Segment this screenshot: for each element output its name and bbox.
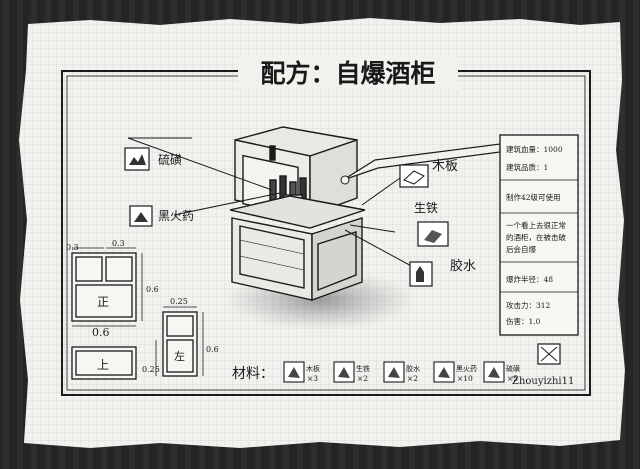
plank-shape-icon: [403, 170, 425, 185]
stat-attack: 攻击力：312: [506, 300, 551, 310]
dimension-labels: 0.3 0.3 0.6 0.6 0.25 0.25 0.6 正 上 左: [66, 239, 219, 374]
front-view: [71, 252, 137, 322]
materials-label: 材料：: [232, 366, 274, 382]
dim-label: 0.6: [92, 326, 110, 339]
callout-wood: 木板: [399, 159, 458, 188]
side-view: [162, 311, 198, 377]
dim-label: 0.6: [206, 345, 219, 354]
material-name: 木板: [306, 364, 320, 373]
label-gunpowder: 黑火药: [158, 209, 194, 223]
dim-label: 0.3: [112, 239, 125, 248]
label-wood: 木板: [432, 159, 458, 174]
callout-glue: 胶水: [409, 258, 476, 287]
material-glyph-icon: [288, 367, 300, 378]
material-qty: ×5: [507, 374, 518, 383]
top-view: [71, 346, 137, 380]
stats-box: [499, 134, 579, 336]
view-label-front: 正: [97, 295, 109, 309]
material-qty: ×2: [407, 374, 418, 383]
view-label-top: 上: [97, 358, 109, 372]
label-sulfur: 硫磺: [158, 152, 182, 167]
callout-sulfur: 硫磺: [124, 147, 182, 171]
stat-craft-time: 制作42级可使用: [506, 192, 561, 202]
dim-label: 0.6: [146, 285, 159, 294]
bottle-shape-icon: [416, 266, 424, 282]
material-glyph-icon: [338, 367, 350, 378]
stats-panel: 建筑血量：1000 建筑品质：1 制作42级可使用 一个看上去很正常 的酒柜，在…: [499, 134, 579, 336]
material-glyph-icon: [438, 367, 450, 378]
material-qty: ×3: [307, 374, 318, 383]
dim-label: 0.3: [66, 243, 79, 252]
stamp-cross: [540, 346, 558, 362]
material-glyph-icon: [488, 367, 500, 378]
sulfur-icon: [124, 147, 150, 171]
material-qty: ×10: [457, 374, 473, 383]
callout-iron: 生铁: [414, 201, 449, 247]
page-title: 配方：自爆酒柜: [260, 59, 435, 88]
stat-blast-radius: 爆炸半径：48: [506, 274, 553, 284]
gunpowder-pile-icon: [134, 212, 148, 222]
stat-description: 一个看上去很正常 的酒柜，在被击破 后会自爆: [506, 220, 568, 254]
sulfur-pile-icon: [129, 154, 146, 165]
label-glue: 胶水: [450, 258, 476, 274]
label-iron: 生铁: [414, 201, 438, 215]
dim-label: 0.25: [142, 365, 160, 374]
material-name: 胶水: [406, 364, 420, 373]
view-label-side: 左: [174, 350, 185, 363]
material-name: 生铁: [356, 364, 370, 373]
material-qty: ×2: [357, 374, 368, 383]
dim-label: 0.25: [170, 297, 188, 306]
ingot-shape-icon: [424, 230, 442, 243]
callout-gunpowder: 黑火药: [129, 205, 194, 227]
material-name: 黑火药: [456, 364, 477, 373]
stat-quality: 建筑品质：1: [506, 162, 548, 172]
orthographic-views: [71, 247, 204, 380]
stat-durability: 建筑血量：1000: [506, 144, 563, 154]
material-name: 硫磺: [506, 364, 520, 373]
stat-damage: 伤害：1.0: [506, 316, 541, 326]
signature: Zhouyizhi11: [512, 376, 574, 387]
title-backdrop: [238, 56, 458, 90]
cabinet-drawing: [229, 126, 366, 301]
material-glyph-icon: [388, 367, 400, 378]
